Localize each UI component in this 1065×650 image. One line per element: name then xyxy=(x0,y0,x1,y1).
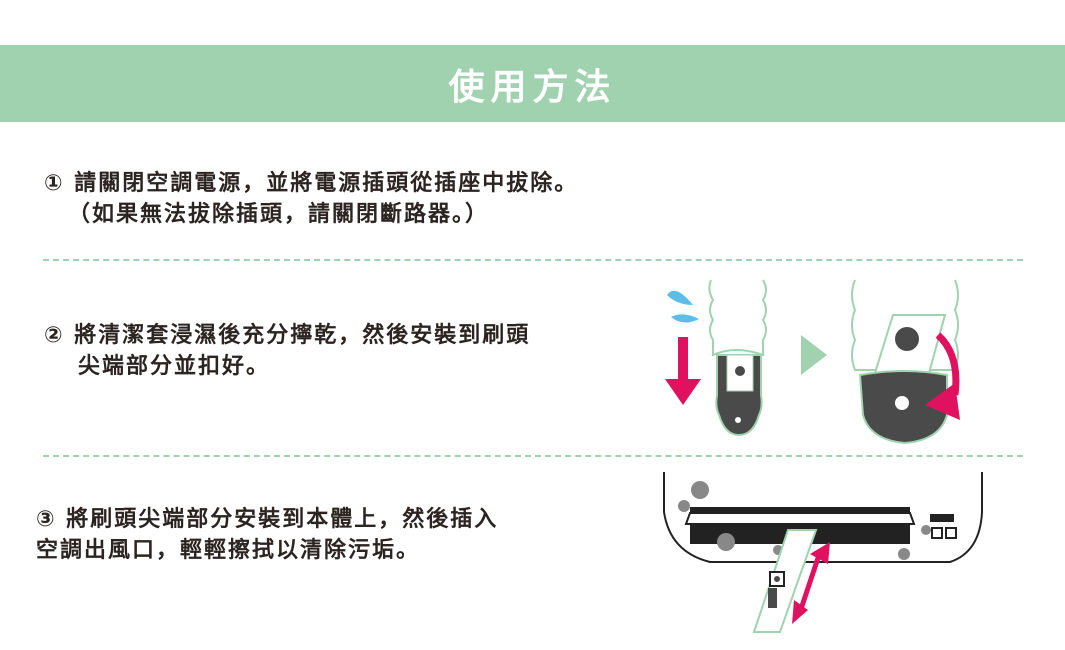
air-conditioner-illustration xyxy=(663,472,983,633)
next-triangle-icon xyxy=(801,335,827,375)
step-1-line-1: ① 請關閉空調電源，並將電源插頭從插座中拔除。 xyxy=(44,171,579,196)
step-1-line-2: （如果無法拔除插頭，請關閉斷路器。） xyxy=(68,202,490,227)
double-arrow-icon xyxy=(792,542,830,624)
brush-head-icon xyxy=(708,279,767,437)
step-2-line-2: 尖端部分並扣好。 xyxy=(78,354,271,379)
water-drop-icon xyxy=(667,290,699,323)
step-2-line-1: ② 將清潔套浸濕後充分擰乾，然後安裝到刷頭 xyxy=(44,323,531,348)
brush-head-expanded-icon xyxy=(851,279,959,445)
divider-2 xyxy=(43,455,1023,457)
brush-icon xyxy=(752,529,818,633)
step-1-text: ① 請關閉空調電源，並將電源插頭從插座中拔除。 （如果無法拔除插頭，請關閉斷路器… xyxy=(44,168,578,230)
divider-1 xyxy=(43,259,1023,261)
down-arrow-icon xyxy=(665,337,701,405)
brush-head-illustration xyxy=(665,279,960,445)
header-banner: 使用方法 xyxy=(0,45,1065,122)
step-3-line-1: ③ 將刷頭尖端部分安裝到本體上，然後插入 xyxy=(36,507,499,532)
step-3-text: ③ 將刷頭尖端部分安裝到本體上，然後插入 空調出風口，輕輕擦拭以清除污垢。 xyxy=(36,504,498,566)
step-3-line-2: 空調出風口，輕輕擦拭以清除污垢。 xyxy=(36,538,421,563)
rotate-arrow-icon xyxy=(925,332,960,420)
step-2-text: ② 將清潔套浸濕後充分擰乾，然後安裝到刷頭 尖端部分並扣好。 xyxy=(44,320,530,382)
page-title: 使用方法 xyxy=(448,66,617,108)
